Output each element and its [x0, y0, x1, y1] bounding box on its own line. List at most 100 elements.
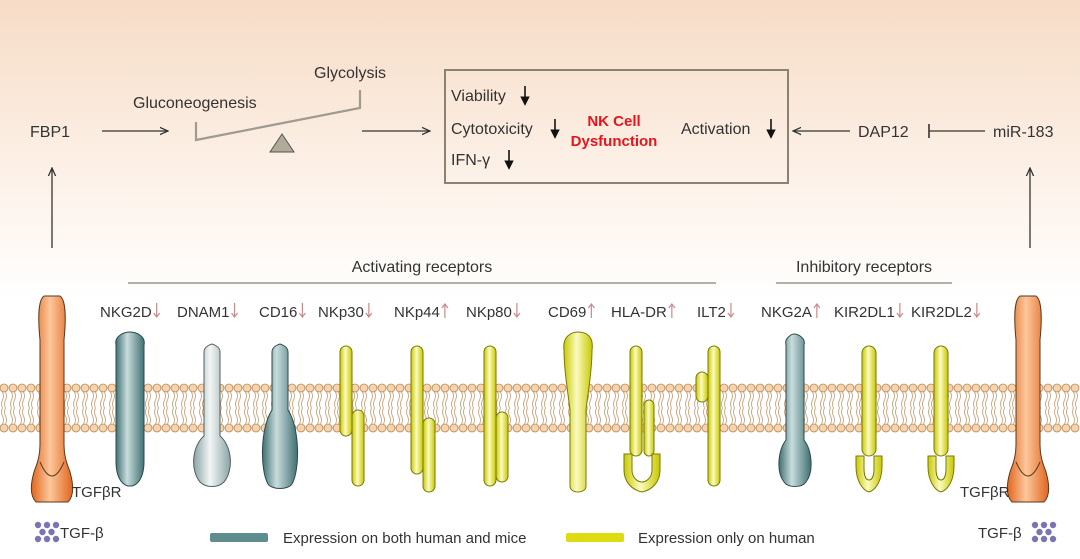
lipid-tail [814, 407, 817, 425]
lipid-tail [355, 391, 358, 409]
lipid-tail [613, 391, 616, 409]
lipid-tail [424, 391, 427, 409]
lipid-tail [319, 407, 322, 425]
lipid-tail [847, 407, 850, 425]
lipid-tail [1072, 391, 1075, 409]
lipid-tail [1048, 391, 1051, 409]
lipid-tail [154, 391, 157, 409]
lipid-tail [535, 391, 538, 409]
lipid-head [989, 383, 999, 393]
lipid-head [737, 383, 747, 393]
tgf-beta-dot [52, 535, 60, 543]
lipid-head [890, 383, 900, 393]
lipid-tail [928, 391, 931, 409]
lipid-tail [841, 407, 844, 425]
lipid-tail [184, 391, 187, 409]
lipid-tail [460, 391, 463, 409]
lipid-head [467, 423, 477, 433]
lipid-head [746, 383, 756, 393]
lipid-tail [550, 391, 553, 409]
lipid-tail [469, 407, 472, 425]
lipid-head [899, 423, 909, 433]
lipid-tail [64, 407, 67, 425]
lipid-tail [661, 391, 664, 409]
lipid-tail [1012, 391, 1015, 409]
lipid-tail [742, 391, 745, 409]
lipid-tail [442, 407, 445, 425]
tgfbr-right-label: TGFβR [960, 484, 1010, 501]
lipid-tail [973, 391, 976, 409]
lipid-head [323, 423, 333, 433]
lipid-tail [517, 407, 520, 425]
lipid-head [233, 423, 243, 433]
lipid-tail [931, 407, 934, 425]
lipid-head [395, 383, 405, 393]
lipid-tail [397, 407, 400, 425]
lipid-head [26, 423, 36, 433]
lipid-tail [895, 407, 898, 425]
tgf-beta-dot [39, 528, 46, 536]
lipid-tail [760, 391, 763, 409]
lipid-head [467, 383, 477, 393]
lipid-tail [85, 391, 88, 409]
effects-box [444, 69, 789, 184]
lipid-head [917, 423, 927, 433]
lipid-head [602, 383, 612, 393]
kir2dl1-receptor-base [855, 455, 883, 493]
lipid-tail [850, 391, 853, 409]
lipid-tail [559, 391, 562, 409]
lipid-tail [949, 407, 952, 425]
lipid-tail [298, 391, 301, 409]
lipid-tail [778, 391, 781, 409]
lipid-head [287, 383, 297, 393]
lipid-tail [859, 391, 862, 409]
lipid-head [395, 423, 405, 433]
lipid-tail [1003, 407, 1006, 425]
lipid-tail [310, 391, 313, 409]
lipid-head [1070, 423, 1080, 433]
lipid-head [1061, 423, 1071, 433]
lipid-tail [901, 391, 904, 409]
lipid-tail [685, 391, 688, 409]
cd69-receptor [563, 331, 593, 493]
lipid-tail [181, 407, 184, 425]
lipid-tail [931, 391, 934, 409]
lipid-tail [994, 407, 997, 425]
lipid-tail [1063, 391, 1066, 409]
lipid-tail [607, 391, 610, 409]
lipid-head [962, 383, 972, 393]
lipid-tail [247, 391, 250, 409]
lipid-tail [697, 407, 700, 425]
lipid-tail [1045, 391, 1048, 409]
lipid-head [386, 383, 396, 393]
lipid-tail [481, 407, 484, 425]
lipid-tail [967, 391, 970, 409]
lipid-tail [514, 407, 517, 425]
lipid-tail [316, 407, 319, 425]
lipid-tail [334, 407, 337, 425]
lipid-head [0, 423, 9, 433]
lipid-head [881, 423, 891, 433]
lipid-head [107, 383, 117, 393]
lipid-tail [685, 407, 688, 425]
lipid-tail [229, 391, 232, 409]
dnam1-receptor [193, 343, 231, 487]
lipid-head [971, 383, 981, 393]
nkp30-receptor-b [351, 409, 365, 487]
tgf-beta-dot [43, 521, 51, 529]
nkp80-receptor-b [495, 411, 509, 483]
lipid-head [377, 383, 387, 393]
lipid-tail [757, 407, 760, 425]
receptor-up-arrowhead [813, 303, 821, 309]
lipid-tail [397, 391, 400, 409]
lipid-tail [328, 391, 331, 409]
lipid-tail [730, 391, 733, 409]
hla-dr-receptor-base [623, 453, 661, 493]
lipid-tail [454, 407, 457, 425]
lipid-tail [436, 391, 439, 409]
lipid-tail [739, 407, 742, 425]
lipid-head [179, 383, 189, 393]
lipid-tail [67, 407, 70, 425]
lipid-head [998, 423, 1008, 433]
lipid-tail [85, 407, 88, 425]
